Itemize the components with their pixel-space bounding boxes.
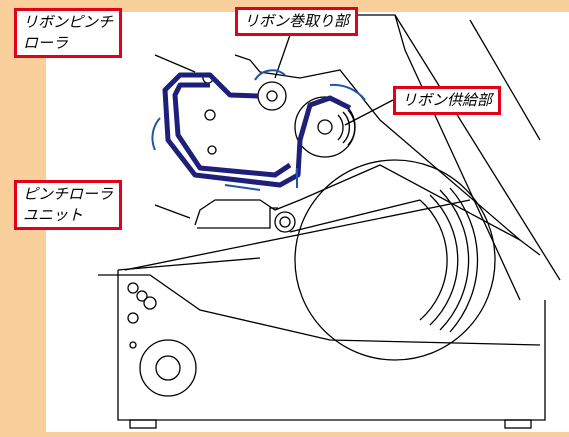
ribbon-rewind-roll — [257, 81, 287, 111]
arrow-bottom — [224, 184, 261, 191]
feed-roller-2 — [136, 290, 148, 302]
ribbon-rewind-core — [266, 90, 278, 102]
take-up-core — [155, 355, 181, 381]
leader-pinch-unit — [154, 204, 191, 219]
media-path-2 — [124, 199, 471, 271]
callout-ribbon-pinch-roller: リボンピンチ ローラ — [14, 8, 123, 58]
media-roll — [294, 159, 496, 361]
feed-roller-3 — [143, 296, 157, 310]
feed-roller-4 — [127, 312, 139, 324]
media-roll-layers — [419, 187, 479, 333]
arrow-rewind — [254, 69, 286, 81]
callout-ribbon-supply: リボン供給部 — [393, 86, 502, 115]
foot-right — [504, 419, 532, 429]
pinch-roller-unit-body — [197, 207, 278, 229]
callout-pinch-roller-unit-line1: ピンチローラ — [23, 185, 114, 203]
right-frame-line — [394, 14, 561, 281]
ribbon-unit-housing — [234, 54, 541, 256]
callout-ribbon-pinch-roller-line1: リボンピンチ — [23, 13, 114, 31]
callout-pinch-roller-unit-line2: ユニット — [23, 206, 84, 224]
ribbon-path-inner — [172, 82, 292, 178]
small-part — [129, 341, 137, 349]
leader-pinch-roller — [154, 54, 196, 73]
top-cover-line — [300, 14, 521, 301]
callout-ribbon-rewind-label: リボン巻取り部 — [244, 12, 350, 30]
feed-line — [98, 274, 541, 346]
media-path — [289, 199, 421, 233]
ribbon-supply-layers — [337, 109, 356, 146]
feed-roller-1 — [127, 282, 139, 294]
callout-ribbon-rewind: リボン巻取り部 — [235, 7, 359, 36]
callout-ribbon-pinch-roller-line2: ローラ — [23, 34, 69, 52]
printer-lower-body — [117, 270, 546, 421]
callout-ribbon-supply-label: リボン供給部 — [402, 91, 493, 109]
callout-pinch-roller-unit: ピンチローラ ユニット — [14, 180, 123, 230]
arrow-left — [151, 117, 161, 151]
take-up-roll — [139, 339, 197, 397]
ribbon-unit-lower — [194, 164, 521, 241]
arrow-supply — [329, 83, 366, 101]
right-upper-line — [469, 19, 541, 141]
ribbon-head-detail — [204, 109, 216, 121]
ribbon-supply-core — [317, 119, 333, 135]
ribbon-head-detail-2 — [207, 145, 217, 155]
leader-supply — [344, 99, 394, 126]
ribbon-path — [162, 72, 352, 188]
pinch-roller — [274, 211, 296, 233]
foot-left — [129, 419, 157, 429]
pinch-roller-core — [279, 216, 291, 228]
printer-top-edge — [117, 257, 261, 271]
figure-panel — [46, 12, 569, 432]
